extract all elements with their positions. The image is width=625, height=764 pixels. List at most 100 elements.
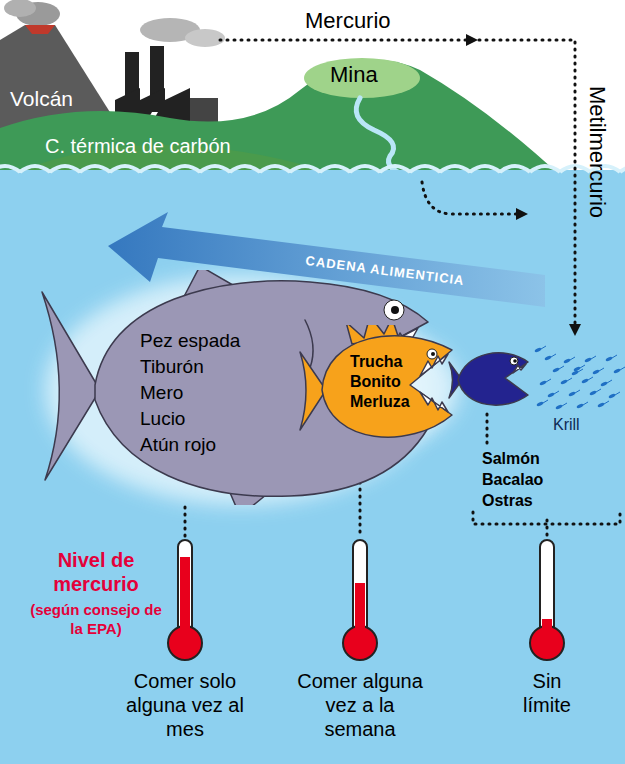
fish-pupil xyxy=(391,306,399,314)
species-name: Bacalao xyxy=(482,469,543,490)
mercury-level xyxy=(355,623,365,635)
leader-line xyxy=(486,414,489,444)
fish-pupil xyxy=(431,352,435,356)
krill xyxy=(607,380,612,383)
hills xyxy=(0,60,565,180)
mercury-level xyxy=(180,623,190,635)
medium-fish: TruchaBonitoMerluza xyxy=(298,325,458,445)
krill xyxy=(555,404,563,410)
krill xyxy=(589,390,597,396)
thermometer: Sin límite xyxy=(477,535,617,721)
thermometer-tube xyxy=(353,540,367,640)
krill xyxy=(591,356,596,359)
krill xyxy=(563,358,571,364)
coal-power-plant xyxy=(185,29,225,47)
thermometer: Comer alguna vez a la semana xyxy=(290,535,430,745)
krill xyxy=(539,380,547,386)
species-name: Mero xyxy=(140,380,240,406)
fish-part xyxy=(42,292,100,480)
krill xyxy=(534,346,625,410)
thermometer-shape xyxy=(115,535,255,665)
organism-label: Krill xyxy=(553,415,580,434)
krill xyxy=(596,389,601,392)
species-name: Atún rojo xyxy=(140,432,240,458)
krill xyxy=(560,379,568,385)
krill xyxy=(541,346,546,349)
wave xyxy=(0,166,625,172)
mercury-level xyxy=(355,583,365,640)
halos xyxy=(45,275,435,505)
krill xyxy=(599,368,604,371)
species-name: Trucha xyxy=(350,352,410,372)
advice-text: Comer alguna vez a la semana xyxy=(294,669,426,741)
krill xyxy=(552,367,560,373)
place-label: Volcán xyxy=(10,86,73,111)
thermometer-shape xyxy=(290,535,430,665)
advice-text: Sin límite xyxy=(507,669,587,717)
mercury-path xyxy=(422,182,520,214)
species-name: Pez espada xyxy=(140,328,240,354)
krill xyxy=(613,368,621,374)
thermometer-tube xyxy=(540,540,554,640)
arrowheads xyxy=(569,324,581,336)
species-name: Bonito xyxy=(350,372,410,392)
halos xyxy=(45,275,460,505)
krill xyxy=(573,366,581,372)
volcano xyxy=(4,0,36,17)
mercury-level xyxy=(180,557,190,640)
advice-label: Sin límite xyxy=(507,669,587,717)
krill xyxy=(584,357,592,363)
krill xyxy=(547,392,555,398)
species-name: Tiburón xyxy=(140,354,240,380)
krill xyxy=(536,401,544,407)
krill xyxy=(567,378,572,381)
krill xyxy=(592,369,600,375)
krill xyxy=(544,355,552,361)
species-list: SalmónBacalaoOstras xyxy=(482,448,543,511)
fish-part xyxy=(458,353,528,405)
krill xyxy=(620,367,625,370)
species-list: TruchaBonitoMerluza xyxy=(350,352,410,412)
krill xyxy=(612,355,617,358)
flow-label: Mercurio xyxy=(305,8,391,34)
volcano xyxy=(25,25,55,34)
thermometer-tube xyxy=(178,540,192,640)
hills xyxy=(304,58,420,98)
thermometer: Comer solo alguna vez al mes xyxy=(115,535,255,745)
fish-eye xyxy=(510,357,518,365)
krill xyxy=(559,366,564,369)
place-label: Mina xyxy=(330,62,378,88)
species-list: Pez espadaTiburónMeroLucioAtún rojo xyxy=(140,328,240,458)
advice-label: Comer solo alguna vez al mes xyxy=(119,669,251,741)
krill xyxy=(568,391,576,397)
fish-part xyxy=(95,281,428,496)
krill xyxy=(546,379,551,382)
fish-pupil xyxy=(513,359,517,363)
krill xyxy=(581,378,589,384)
hills xyxy=(0,58,565,180)
krill xyxy=(583,402,588,405)
species-name: Merluza xyxy=(350,392,410,412)
water xyxy=(0,170,625,764)
wave-crest xyxy=(0,166,625,172)
arrowheads xyxy=(466,34,478,46)
thermometer-shape xyxy=(477,535,617,665)
small-fish: SalmónBacalaoOstras xyxy=(448,340,568,518)
krill xyxy=(597,402,605,408)
fish-part xyxy=(322,336,452,437)
fish-eye xyxy=(427,349,437,359)
legend-note: (según consejo de la EPA) xyxy=(26,600,166,638)
krill xyxy=(554,391,559,394)
krill xyxy=(576,403,584,409)
leader-line xyxy=(184,507,187,537)
species-name: Salmón xyxy=(482,448,543,469)
mercury-level xyxy=(542,623,552,635)
place-label: C. térmica de carbón xyxy=(45,134,231,158)
fish-eye xyxy=(384,300,404,320)
krill xyxy=(570,357,575,360)
arrowheads xyxy=(516,208,528,220)
krill xyxy=(580,365,585,368)
krill xyxy=(605,356,613,362)
